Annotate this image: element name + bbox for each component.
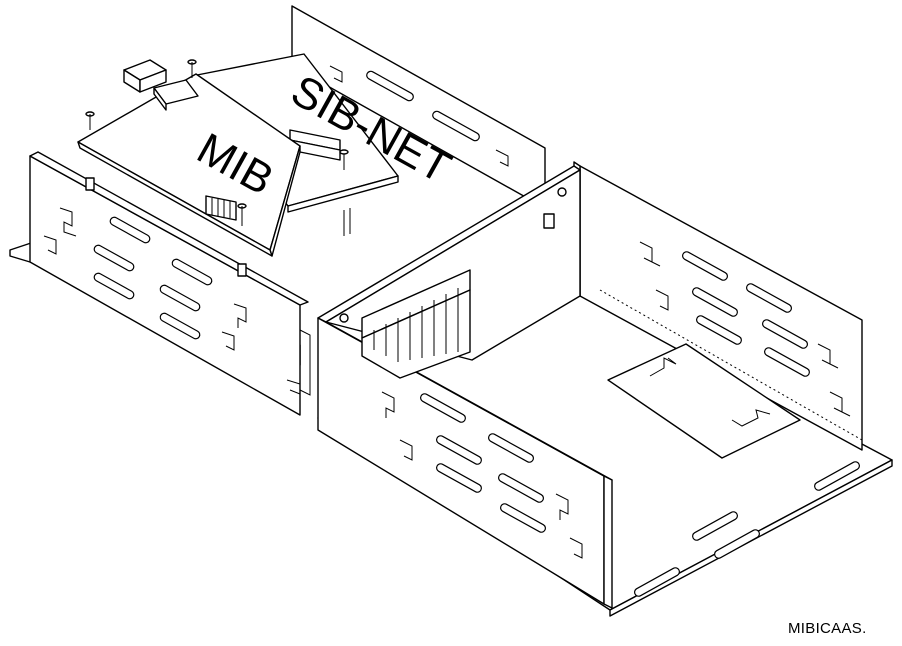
mib-terminal-block bbox=[205, 195, 237, 221]
sib-net-connector bbox=[289, 129, 341, 161]
connector-bank bbox=[339, 187, 567, 379]
left-panel-slots bbox=[93, 216, 213, 340]
right-chassis bbox=[317, 161, 893, 617]
mib-screws bbox=[85, 59, 247, 277]
rear-wall-slots bbox=[639, 241, 851, 417]
back-wall-slots bbox=[329, 65, 509, 167]
front-wall-slots bbox=[381, 391, 583, 559]
left-panel-clips bbox=[43, 207, 247, 351]
drawing-caption: MIBICAAS. bbox=[788, 620, 867, 637]
left-chassis bbox=[9, 5, 546, 416]
sib-net-screw bbox=[339, 149, 349, 170]
plug-connector bbox=[123, 59, 167, 93]
mib-header bbox=[153, 79, 199, 111]
mib-board bbox=[77, 59, 301, 277]
floor-label-plate bbox=[607, 343, 801, 459]
floor-slots bbox=[634, 461, 860, 597]
sib-net-board bbox=[191, 53, 399, 236]
